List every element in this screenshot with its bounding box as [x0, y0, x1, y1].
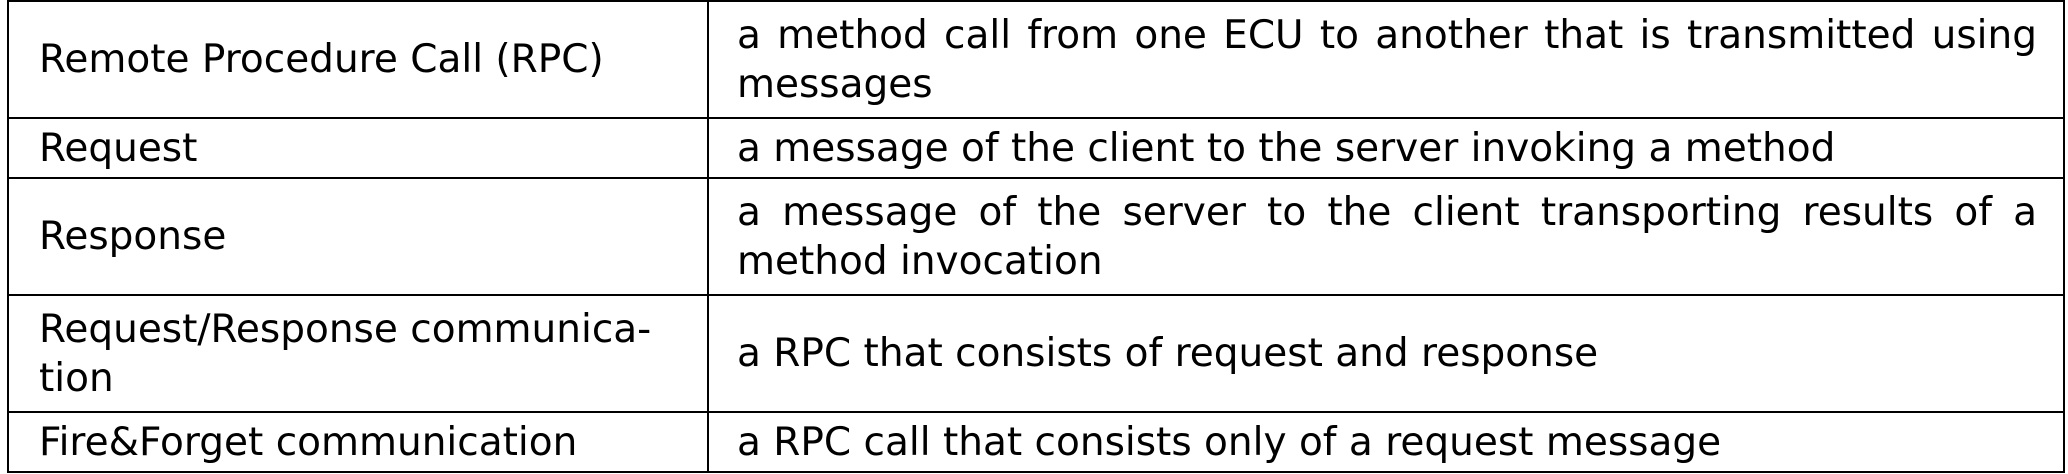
table-row: Request/Response communica-tion a RPC th…: [7, 294, 2065, 413]
definition-cell: a message of the client to the server in…: [707, 117, 2065, 179]
term-text-hyphenated: Request/Response communica-tion: [39, 306, 652, 401]
term-cell: Fire&Forget communication: [7, 411, 709, 473]
terms-definitions-table: Remote Procedure Call (RPC) a method cal…: [7, 0, 2065, 473]
table-row: Fire&Forget communication a RPC call tha…: [7, 411, 2065, 473]
term-cell: Remote Procedure Call (RPC): [7, 0, 709, 119]
definition-cell: a RPC that consists of request and respo…: [707, 294, 2065, 413]
definition-cell: a method call from one ECU to another th…: [707, 0, 2065, 119]
table-row: Response a message of the server to the …: [7, 177, 2065, 296]
term-cell: Response: [7, 177, 709, 296]
table-row: Request a message of the client to the s…: [7, 117, 2065, 179]
definition-cell: a RPC call that consists only of a reque…: [707, 411, 2065, 473]
table-row: Remote Procedure Call (RPC) a method cal…: [7, 0, 2065, 119]
term-cell: Request/Response communica-tion: [7, 294, 709, 413]
definition-cell: a message of the server to the client tr…: [707, 177, 2065, 296]
term-cell: Request: [7, 117, 709, 179]
